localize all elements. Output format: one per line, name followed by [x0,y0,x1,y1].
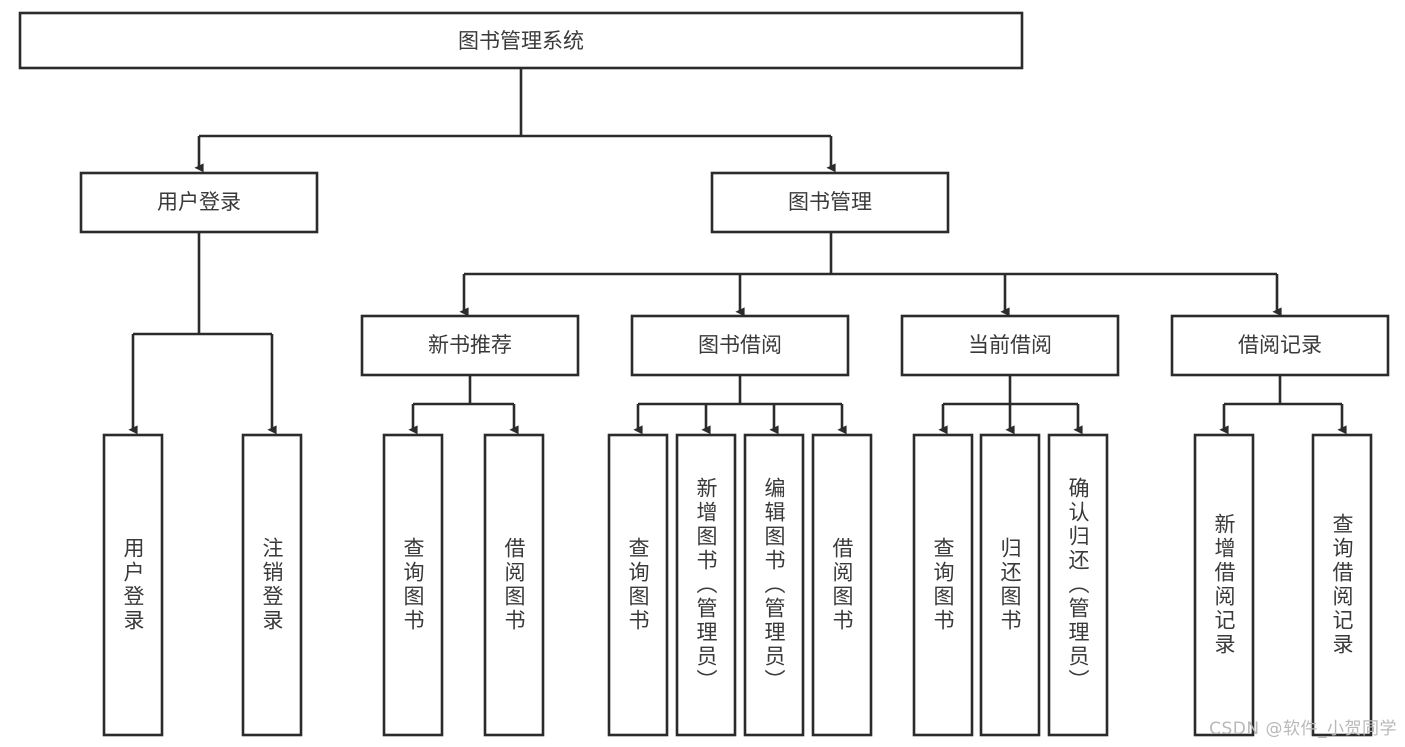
connector-borrow-record-to-leaves [1219,375,1347,435]
leaf-query-book-2[interactable]: 查询图书 [607,433,669,737]
leaf-query-book-3-box[interactable] [912,433,974,737]
leaf-return-book-box[interactable] [979,433,1041,737]
leaf-query-record-label: 查询借阅记录 [1330,513,1355,657]
leaf-user-login-box[interactable] [102,433,164,737]
node-new-book-recommend[interactable]: 新书推荐 [360,314,580,377]
connector-book-borrow-to-leaves [633,375,847,435]
leaf-borrow-book-1-label: 借阅图书 [502,537,527,633]
leaf-confirm-return[interactable]: 确认归还（管理员） [1047,433,1109,737]
node-user-login-label: 用户登录 [157,190,241,214]
leaf-query-record-box[interactable] [1311,433,1373,737]
leaf-query-book-3[interactable]: 查询图书 [912,433,974,737]
leaf-query-book-1-box[interactable] [382,433,444,737]
leaf-return-book[interactable]: 归还图书 [979,433,1041,737]
node-root-label: 图书管理系统 [458,29,584,53]
node-root-box[interactable] [18,11,1024,70]
node-user-login[interactable]: 用户登录 [79,171,319,234]
leaf-logout[interactable]: 注销登录 [241,433,303,737]
leaf-query-book-1-label: 查询图书 [401,537,426,633]
leaf-edit-book[interactable]: 编辑图书（管理员） [743,433,805,737]
leaf-borrow-book-2-box[interactable] [811,433,873,737]
connector-user-login-to-leaves [128,232,277,435]
leaf-confirm-return-box[interactable] [1047,433,1109,737]
connector-book-manage-to-level3 [459,232,1282,317]
leaf-query-book-2-box[interactable] [607,433,669,737]
leaf-add-record-box[interactable] [1193,433,1255,737]
leaf-add-record-label: 新增借阅记录 [1212,513,1237,657]
node-current-borrow[interactable]: 当前借阅 [900,314,1120,377]
leaf-return-book-label: 归还图书 [998,537,1023,633]
node-new-book-recommend-label: 新书推荐 [428,333,512,357]
leaf-confirm-return-label: 确认归还（管理员） [1066,477,1091,693]
node-book-manage-box[interactable] [710,171,950,234]
node-book-borrow-label: 图书借阅 [698,333,782,357]
leaf-borrow-book-2-label: 借阅图书 [830,537,855,633]
connector-current-borrow-to-leaves [938,375,1083,435]
node-borrow-record-box[interactable] [1170,314,1390,377]
leaf-user-login-label: 用户登录 [121,537,146,633]
node-book-manage[interactable]: 图书管理 [710,171,950,234]
node-borrow-record-label: 借阅记录 [1238,333,1322,357]
leaf-logout-label: 注销登录 [260,537,285,633]
leaf-logout-box[interactable] [241,433,303,737]
leaf-user-login[interactable]: 用户登录 [102,433,164,737]
connector-new-book-recommend-to-leaves [408,375,519,435]
node-book-manage-label: 图书管理 [788,190,872,214]
node-book-borrow-box[interactable] [630,314,850,377]
node-current-borrow-label: 当前借阅 [968,333,1052,357]
node-borrow-record[interactable]: 借阅记录 [1170,314,1390,377]
leaf-borrow-book-1-box[interactable] [483,433,545,737]
leaf-borrow-book-2[interactable]: 借阅图书 [811,433,873,737]
leaf-edit-book-box[interactable] [743,433,805,737]
leaf-query-book-3-label: 查询图书 [931,537,956,633]
leaf-query-book-1[interactable]: 查询图书 [382,433,444,737]
leaf-borrow-book-1[interactable]: 借阅图书 [483,433,545,737]
leaf-add-book-label: 新增图书（管理员） [694,477,719,693]
leaf-query-record[interactable]: 查询借阅记录 [1311,433,1373,737]
node-current-borrow-box[interactable] [900,314,1120,377]
node-new-book-recommend-box[interactable] [360,314,580,377]
connector-root-to-level2 [194,68,836,173]
leaf-edit-book-label: 编辑图书（管理员） [762,477,787,693]
leaf-add-book[interactable]: 新增图书（管理员） [675,433,737,737]
node-root[interactable]: 图书管理系统 [18,11,1024,70]
node-book-borrow[interactable]: 图书借阅 [630,314,850,377]
node-user-login-box[interactable] [79,171,319,234]
leaf-add-book-box[interactable] [675,433,737,737]
leaf-query-book-2-label: 查询图书 [626,537,651,633]
leaf-add-record[interactable]: 新增借阅记录 [1193,433,1255,737]
